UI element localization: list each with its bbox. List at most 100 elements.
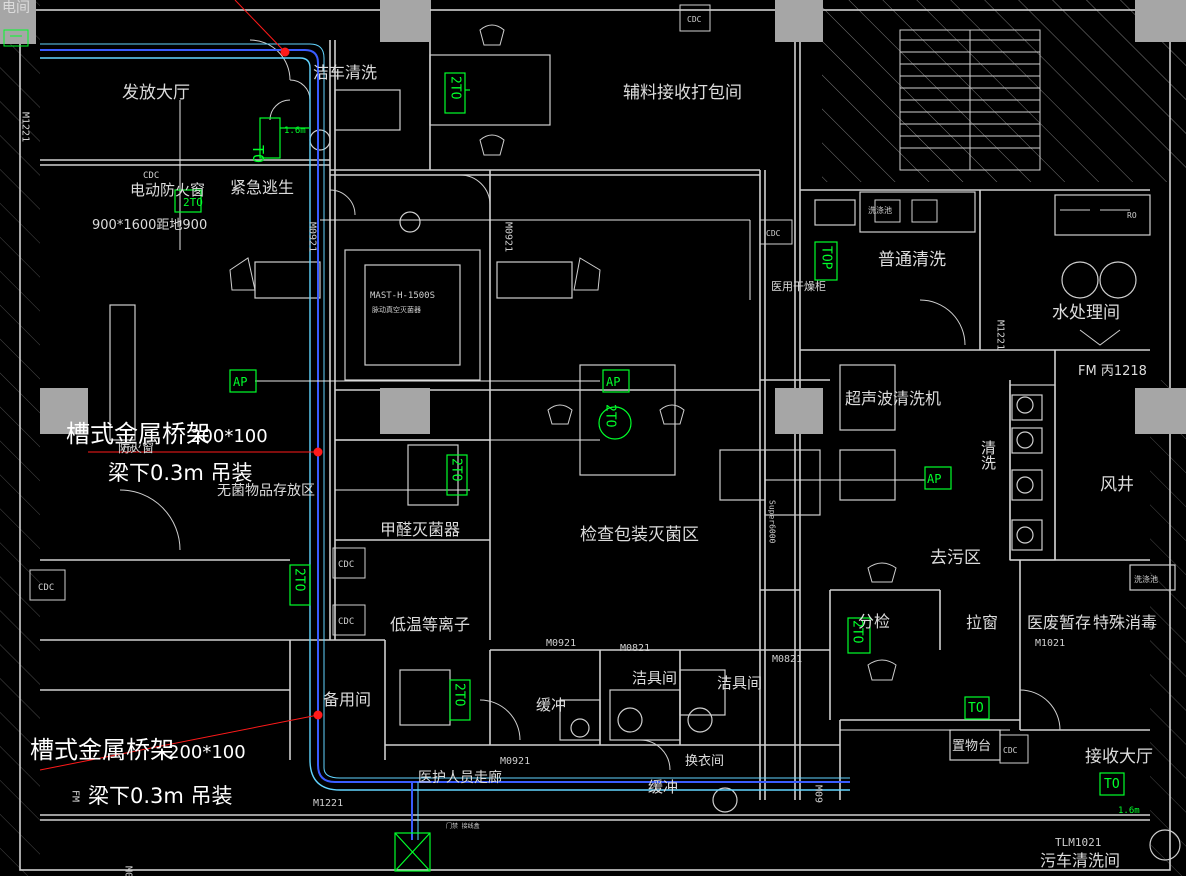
ro-tag: RO	[1127, 211, 1137, 220]
tlm-label: TLM1021	[1055, 836, 1101, 849]
door-tag-m0821-a: M0821	[620, 643, 650, 654]
cdc-tag-1: CDC	[687, 15, 702, 24]
to-tag-9: TO	[1104, 777, 1120, 792]
wash-tag-1: 洗涤池	[868, 205, 892, 215]
door-tags: M1221 M1221 M1221 M0921 M0921 M0921 M092…	[20, 112, 1066, 876]
room-label-sorting: 分检	[858, 612, 890, 631]
room-label-staff-corridor: 医护人员走廊	[418, 769, 502, 786]
equipment-tags: CDC CDC CDC CDC CDC CDC CDC CDC AP AP AP…	[29, 4, 1137, 792]
room-label-rinse: 清洗	[979, 440, 997, 471]
room-label-medical-waste: 医废暂存	[1027, 613, 1091, 632]
cdc-tag-7: CDC	[1003, 746, 1018, 755]
fire-window-1-size: 900*1600距地900	[92, 218, 207, 233]
leader-lines	[179, 100, 1010, 731]
room-label-janitor-1: 洁具间	[632, 669, 677, 687]
room-label-formaldehyde-sterilizer: 甲醛灭菌器	[380, 520, 460, 539]
sterilizer-model: MAST-H-1500S	[370, 291, 435, 301]
door-tag-m0921-d: M0921	[500, 756, 530, 767]
fire-window-1-label: 电动防火窗	[130, 181, 205, 199]
door-tag-fm: FM	[70, 790, 81, 802]
room-label-air-shaft: 风井	[1100, 475, 1134, 495]
cable-tray	[40, 43, 850, 840]
ap-tag-1: AP	[233, 375, 247, 389]
door-tag-m09-b: M09	[123, 866, 134, 876]
door-tag-m0821-b: M0821	[772, 654, 802, 665]
chair-icon	[659, 404, 685, 425]
bridge-2-mount: 梁下0.3m 吊装	[88, 784, 233, 808]
chair-icon	[479, 134, 505, 156]
room-label-auxiliary-packing: 辅料接收打包间	[623, 83, 742, 103]
outlet-symbols	[174, 72, 1125, 872]
cdc-tag-2: CDC	[143, 171, 159, 181]
cdc-tag-4: CDC	[338, 560, 354, 570]
to-tag-6: 2TO	[452, 683, 467, 707]
door-tag-m1021: M1021	[1035, 638, 1065, 649]
bridge-1-size: 200*100	[190, 426, 268, 447]
room-label-special-disinfection: 特殊消毒	[1093, 613, 1157, 632]
wash-tag-2: 洗涤池	[1134, 574, 1158, 584]
cdc-tag-6: CDC	[38, 583, 54, 593]
chair-icon	[867, 562, 897, 583]
sterilizer-desc: 脉动真空灭菌器	[372, 305, 421, 314]
height-label-2: 1.6m	[1118, 806, 1140, 816]
chair-icon	[229, 257, 256, 291]
door-tag-m0921-a: M0921	[307, 222, 318, 252]
to-tag-5: 2TO	[292, 568, 307, 592]
room-label-low-temp-plasma: 低温等离子	[390, 615, 470, 634]
cdc-tag-5: CDC	[338, 617, 354, 627]
room-label-electric-room: 电间	[2, 0, 30, 16]
fm-label: FM 丙1218	[1078, 364, 1147, 379]
to-tag-2: 2TO	[448, 76, 463, 100]
room-label-emergency-escape: 紧急逃生	[230, 178, 294, 197]
electric-panel-icon	[3, 29, 29, 47]
fire-window-2-label: 防火窗	[118, 440, 154, 455]
door-tag-m1221-b: M1221	[995, 320, 1006, 350]
cdc-tag-8: CDC	[122, 445, 137, 454]
door-tag-m0921-b: M0921	[503, 222, 514, 252]
bridge-2-size: 200*100	[168, 742, 246, 763]
room-label-janitor-2: 洁具间	[717, 674, 762, 692]
equipment-outlines	[109, 54, 1181, 861]
chair-icon	[547, 404, 573, 425]
room-label-cart-cleaning: 洁车清洗	[313, 63, 377, 82]
door-tag-m1221-a: M1221	[20, 112, 31, 142]
ap-tag-3: AP	[927, 472, 941, 486]
room-labels: 发放大厅 洁车清洗 辅料接收打包间 紧急逃生 普通清洗 水处理间 超声波清洗机 …	[2, 0, 1157, 870]
room-label-buffer-2: 缓冲	[648, 778, 678, 796]
room-label-dirty-cart-wash: 污车清洗间	[1040, 851, 1120, 870]
ap-tag-2: AP	[606, 375, 620, 389]
height-label-1: 1.6m	[284, 126, 306, 136]
room-label-sterile-storage: 无菌物品存放区	[217, 483, 315, 499]
room-label-water-treatment: 水处理间	[1052, 303, 1120, 323]
chair-icon	[867, 659, 897, 681]
chair-icon	[573, 257, 601, 291]
to-tag-3: 2TO	[603, 404, 618, 428]
to-tag-11: 2TO	[183, 196, 203, 209]
structural-columns	[0, 0, 1186, 434]
to-tag-1: TO	[249, 145, 267, 163]
door-tag-m09: M09	[813, 785, 824, 803]
door-swings	[119, 39, 1121, 771]
room-label-medical-dryer: 医用干燥柜	[771, 280, 826, 293]
bridge-1-title: 槽式金属桥架	[66, 420, 210, 448]
super-device-label: Super6000	[768, 500, 777, 544]
room-label-storage-table: 置物台	[952, 739, 991, 754]
room-label-inspection-packing: 检查包装灭菌区	[580, 525, 699, 545]
door-tag-m0921-c: M0921	[546, 638, 576, 649]
red-leaders	[39, 0, 323, 771]
room-label-spare-room: 备用间	[323, 690, 371, 709]
to-tag-8: TO	[968, 701, 984, 716]
room-label-receiving-hall: 接收大厅	[1085, 747, 1153, 767]
to-tag-7: TOP	[819, 246, 834, 270]
room-label-pass-window: 拉窗	[966, 613, 998, 632]
to-tag-10: 2TO	[850, 620, 865, 644]
room-label-decontamination: 去污区	[930, 548, 981, 568]
bridge-1-mount: 梁下0.3m 吊装	[108, 461, 253, 485]
annotations: 槽式金属桥架 200*100 梁下0.3m 吊装 槽式金属桥架 200*100 …	[30, 126, 1158, 849]
bridge-2-title: 槽式金属桥架	[30, 736, 174, 764]
room-label-general-cleaning: 普通清洗	[878, 250, 946, 270]
duct-tag: 门禁 接线盒	[446, 822, 480, 830]
room-label-changing-room: 换衣间	[685, 753, 724, 769]
